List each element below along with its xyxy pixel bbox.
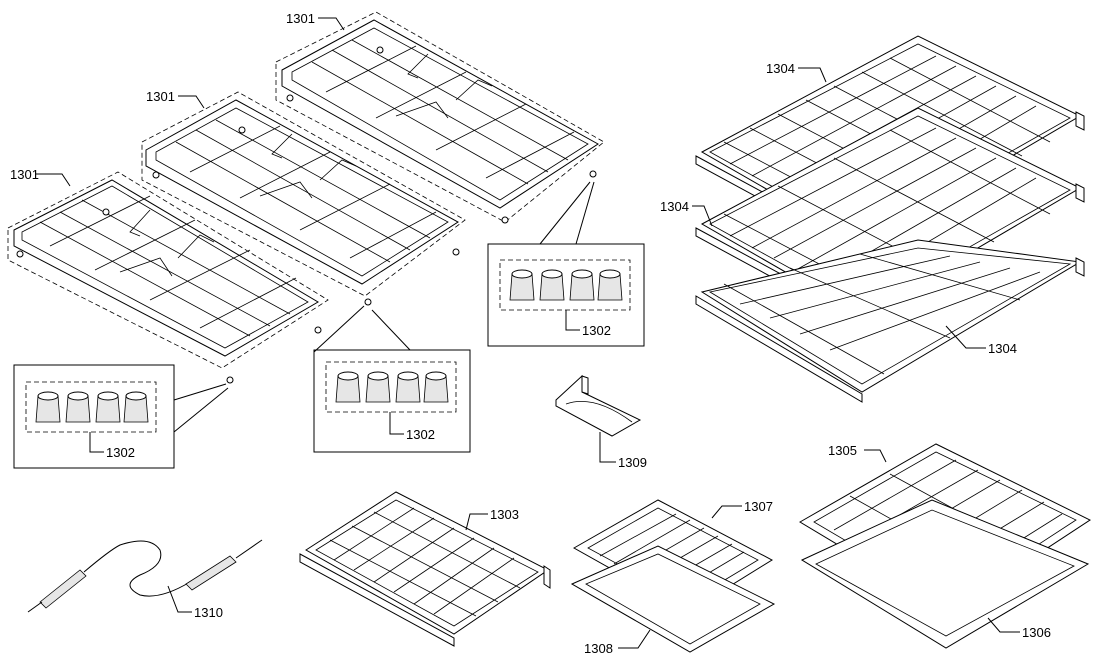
label-broil-pan-small: 1307: [744, 499, 773, 514]
label-grate-left: 1301: [10, 167, 39, 182]
label-grate-middle: 1301: [146, 89, 175, 104]
meat-probe: [27, 539, 263, 613]
label-broil-tray-small: 1308: [584, 641, 613, 656]
grate-middle: [141, 91, 466, 306]
grate-left: [7, 171, 329, 384]
label-probe: 1310: [194, 605, 223, 620]
label-feet-middle: 1302: [406, 427, 435, 442]
label-feet-left: 1302: [106, 445, 135, 460]
feet-box-right: [487, 181, 645, 347]
label-rack-bottom: 1304: [988, 341, 1017, 356]
broil-tray-large: [800, 499, 1090, 649]
broil-tray-small: [570, 545, 776, 653]
feet-box-left: [13, 364, 229, 469]
rack-small: [299, 491, 551, 647]
label-feet-right: 1302: [582, 323, 611, 338]
label-rack-small: 1303: [490, 507, 519, 522]
feet-box-middle: [313, 305, 471, 453]
label-rack-top: 1304: [766, 61, 795, 76]
bracket: [555, 374, 642, 463]
label-broil-pan-large: 1305: [828, 443, 857, 458]
rack-bottom: [695, 239, 1085, 403]
label-bracket: 1309: [618, 455, 647, 470]
label-grate-right: 1301: [286, 11, 315, 26]
label-broil-tray-large: 1306: [1022, 625, 1051, 640]
grate-right: [275, 11, 605, 224]
label-rack-middle: 1304: [660, 199, 689, 214]
